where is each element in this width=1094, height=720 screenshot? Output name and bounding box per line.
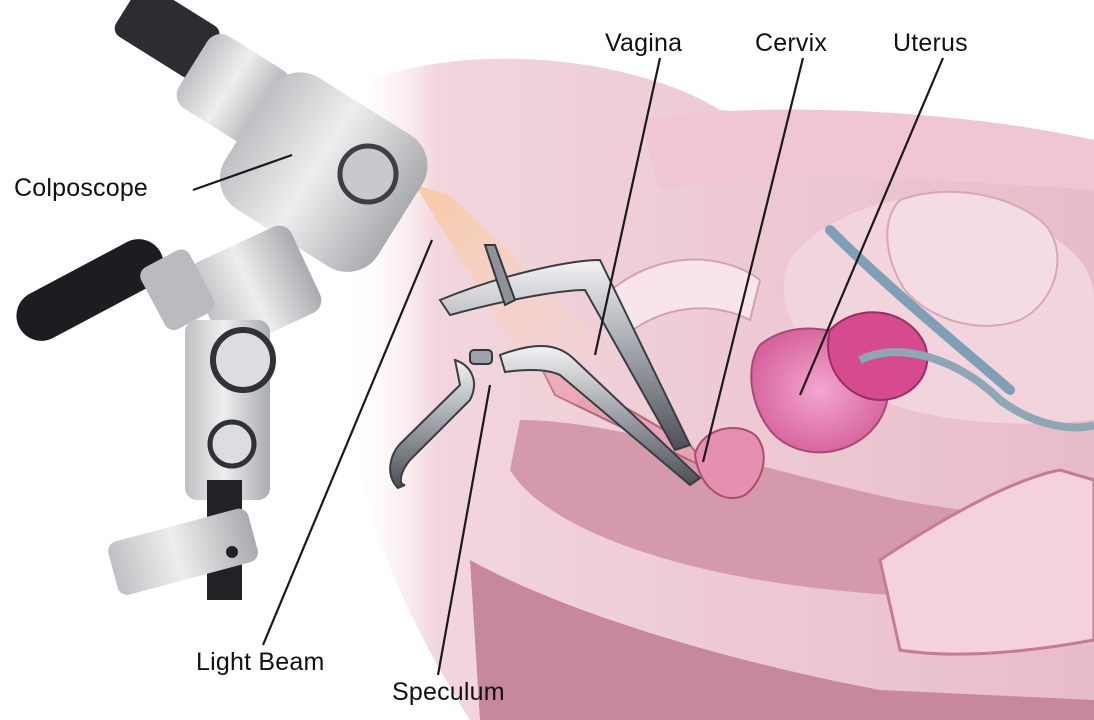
label-colposcope: Colposcope (14, 176, 148, 201)
scope-base-dot (226, 546, 238, 558)
scope-knob-middle (213, 330, 273, 390)
label-speculum: Speculum (392, 680, 505, 705)
speculum-screw (470, 350, 492, 364)
abdominal-wall (640, 110, 1094, 190)
label-cervix: Cervix (755, 31, 827, 56)
label-vagina: Vagina (605, 31, 682, 56)
label-uterus: Uterus (893, 31, 968, 56)
scope-knob-upper (340, 146, 396, 202)
label-light-beam: Light Beam (196, 650, 324, 675)
scope-knob-lower (210, 422, 254, 466)
